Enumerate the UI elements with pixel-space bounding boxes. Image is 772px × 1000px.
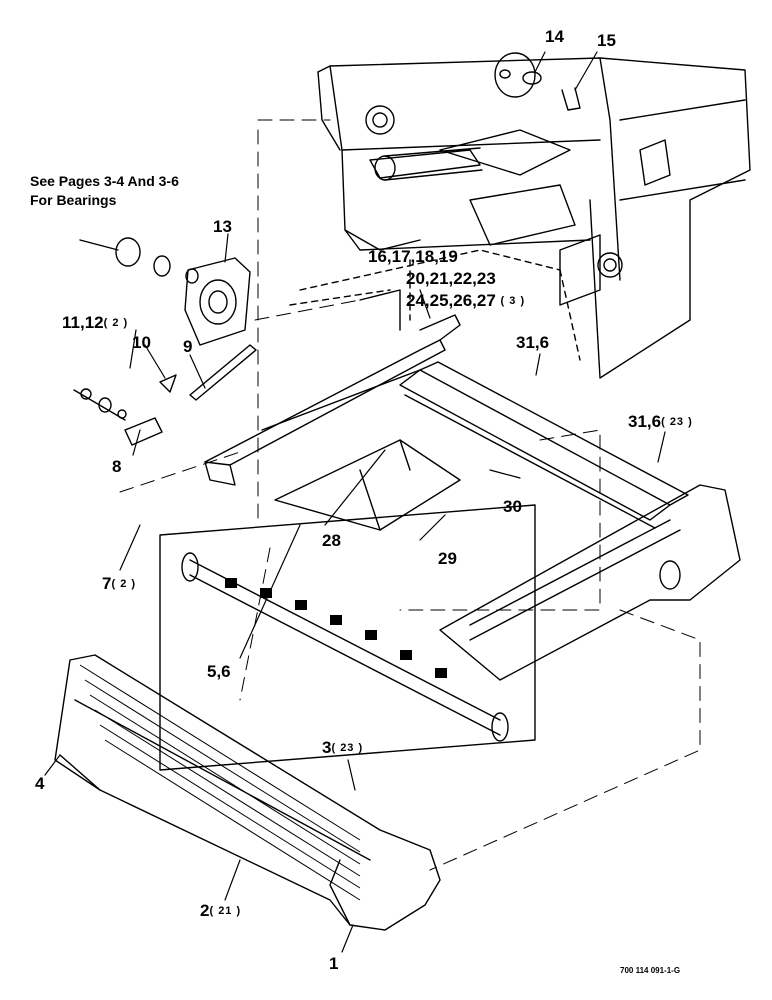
callout-3: 3( 23 ) [322,739,363,756]
callout-20-23: 20,21,22,23 [406,270,496,287]
callout-28-text: 28 [322,531,341,550]
baler-frame [317,57,751,379]
figure-number: 700 114 091-1-G [620,966,681,975]
callout-10-text: 10 [132,333,151,352]
callout-8: 8 [112,458,121,475]
callout-14-text: 14 [545,27,564,46]
rotor-tines [225,578,447,678]
callout-16-19-text: 16,17,18,19 [368,247,458,266]
callout-31-6-a: 31,6 [516,334,549,351]
deflector-29 [274,439,461,531]
bearings-note: See Pages 3-4 And 3-6 For Bearings [30,172,179,210]
strip-9 [189,344,257,401]
callout-13-text: 13 [213,217,232,236]
sprocket-disc-14 [494,52,581,111]
frame-hidden-lines [289,249,581,361]
callout-24-27: 24,25,26,27 ( 3 ) [406,292,525,309]
callout-15-text: 15 [597,31,616,50]
phantom-lines [119,119,701,871]
callout-2-text: 2 [200,901,210,920]
callout-14: 14 [545,28,564,45]
callout-11-12: 11,12( 2 ) [62,314,128,331]
callout-5-6-text: 5,6 [207,662,231,681]
callout-2: 2( 21 ) [200,902,241,919]
callout-8-text: 8 [112,457,122,476]
clip-10 [159,374,177,393]
callout-4-text: 4 [35,774,45,793]
callout-1-text: 1 [329,954,339,973]
callout-7-text: 7 [102,574,112,593]
callout-9-text: 9 [183,337,193,356]
callout-5-6: 5,6 [207,663,231,680]
callout-11-12-text: 11,12 [62,313,104,332]
side-plate [439,484,741,681]
spacer-8 [73,388,163,446]
callout-20-23-text: 20,21,22,23 [406,269,496,288]
callout-29: 29 [438,550,457,567]
bearings-note-line2: For Bearings [30,192,117,208]
callout-2-qty: ( 21 ) [209,905,242,917]
callout-1: 1 [329,955,338,972]
callout-13: 13 [213,218,232,235]
callout-4: 4 [35,775,44,792]
tine-fingers [79,664,361,901]
callout-11-12-qty: ( 2 ) [103,317,129,329]
callout-7-qty: ( 2 ) [111,578,137,590]
callout-16-19: 16,17,18,19 [368,248,458,265]
callout-10: 10 [132,334,151,351]
tine-set [54,654,441,931]
callout-3-text: 3 [322,738,332,757]
callout-15: 15 [597,32,616,49]
bearings-note-line1: See Pages 3-4 And 3-6 [30,173,179,189]
rotor-assembly [159,504,536,771]
callout-31-6-b-qty: ( 23 ) [661,416,693,428]
stripper-frame [204,314,461,486]
callout-24-27-text: 24,25,26,27 [406,291,496,310]
callout-7: 7( 2 ) [102,575,136,592]
callout-31-6-a-text: 31,6 [516,333,550,352]
callout-3-qty: ( 23 ) [331,742,364,754]
callout-31-6-b: 31,6( 23 ) [628,413,693,430]
callout-30-text: 30 [503,497,522,516]
callout-28: 28 [322,532,341,549]
callout-24-27-qty: ( 3 ) [500,295,526,307]
callout-9: 9 [183,338,192,355]
stripper-bar-30 [399,361,689,529]
callout-30: 30 [503,498,522,515]
callout-29-text: 29 [438,549,457,568]
callout-31-6-b-text: 31,6 [628,412,662,431]
bearing-housing-13 [79,237,251,346]
